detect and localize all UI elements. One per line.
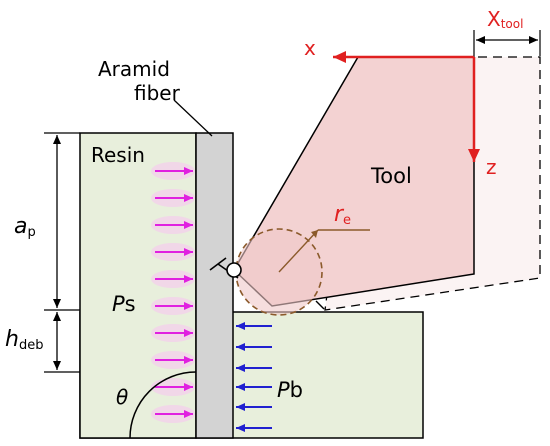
theta-label: θ xyxy=(116,385,128,409)
theta-angle-arc xyxy=(129,371,197,439)
pb-label: Pb xyxy=(277,378,303,402)
aramid-fiber-leader xyxy=(173,99,213,137)
ps-label: Ps xyxy=(112,292,136,316)
z-axis-label: z xyxy=(486,155,497,179)
resin-label: Resin xyxy=(91,143,145,167)
aramid-fiber-strip xyxy=(195,132,234,439)
aramid-fiber-label-line1: Aramid xyxy=(98,57,170,81)
edge-radius-label: re xyxy=(334,202,351,228)
pivot-point xyxy=(226,262,242,278)
ps-pressure-arrows xyxy=(151,162,195,423)
pb-pressure-arrows xyxy=(236,322,272,432)
x-axis-label: x xyxy=(304,36,316,60)
aramid-fiber-label-line2: fiber xyxy=(134,81,181,105)
tool-label: Tool xyxy=(370,164,412,188)
hdeb-label: hdeb xyxy=(5,327,43,353)
edge-radius-arrow xyxy=(278,229,319,273)
ap-label: ap xyxy=(14,214,36,240)
xtool-label: Xtool xyxy=(487,7,523,31)
